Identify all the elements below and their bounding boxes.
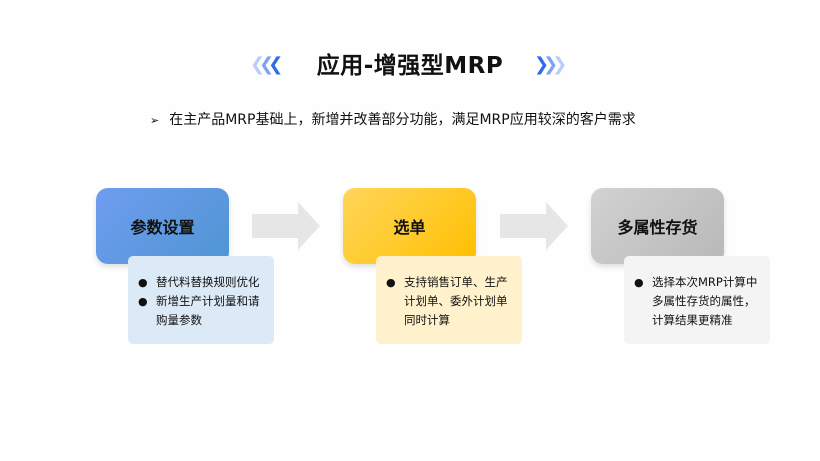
subtitle-text: 在主产品MRP基础上，新增并改善部分功能，满足MRP应用较深的客户需求: [169, 112, 636, 128]
list-item: ●替代料替换规则优化: [138, 273, 268, 292]
step-card-select: 选单: [343, 188, 476, 264]
page-title: 应用-增强型MRP: [316, 53, 504, 79]
list-item: ●新增生产计划量和请购量参数: [138, 292, 268, 330]
right-chevrons-icon: ❯❯❯: [534, 54, 567, 75]
bullet-icon: ●: [386, 276, 396, 289]
list-item: ●支持销售订单、生产计划单、委外计划单同时计算: [386, 273, 516, 330]
step-card-params: 参数设置: [96, 188, 229, 264]
arrow-bullet-icon: ➢: [150, 114, 160, 127]
step-detail-multi-attr: ●选择本次MRP计算中多属性存货的属性，计算结果更精准: [624, 256, 770, 344]
bullet-icon: ●: [634, 276, 644, 289]
list-item: ●选择本次MRP计算中多属性存货的属性，计算结果更精准: [634, 273, 764, 330]
step-card-multi-attr: 多属性存货: [591, 188, 724, 264]
step-detail-params: ●替代料替换规则优化 ●新增生产计划量和请购量参数: [128, 256, 274, 344]
step-detail-select: ●支持销售订单、生产计划单、委外计划单同时计算: [376, 256, 522, 344]
flow-arrow-icon: [252, 202, 320, 250]
flow-arrow-icon: [500, 202, 568, 250]
bullet-icon: ●: [138, 295, 148, 308]
subtitle: ➢ 在主产品MRP基础上，新增并改善部分功能，满足MRP应用较深的客户需求: [150, 109, 636, 129]
bullet-icon: ●: [138, 276, 148, 289]
